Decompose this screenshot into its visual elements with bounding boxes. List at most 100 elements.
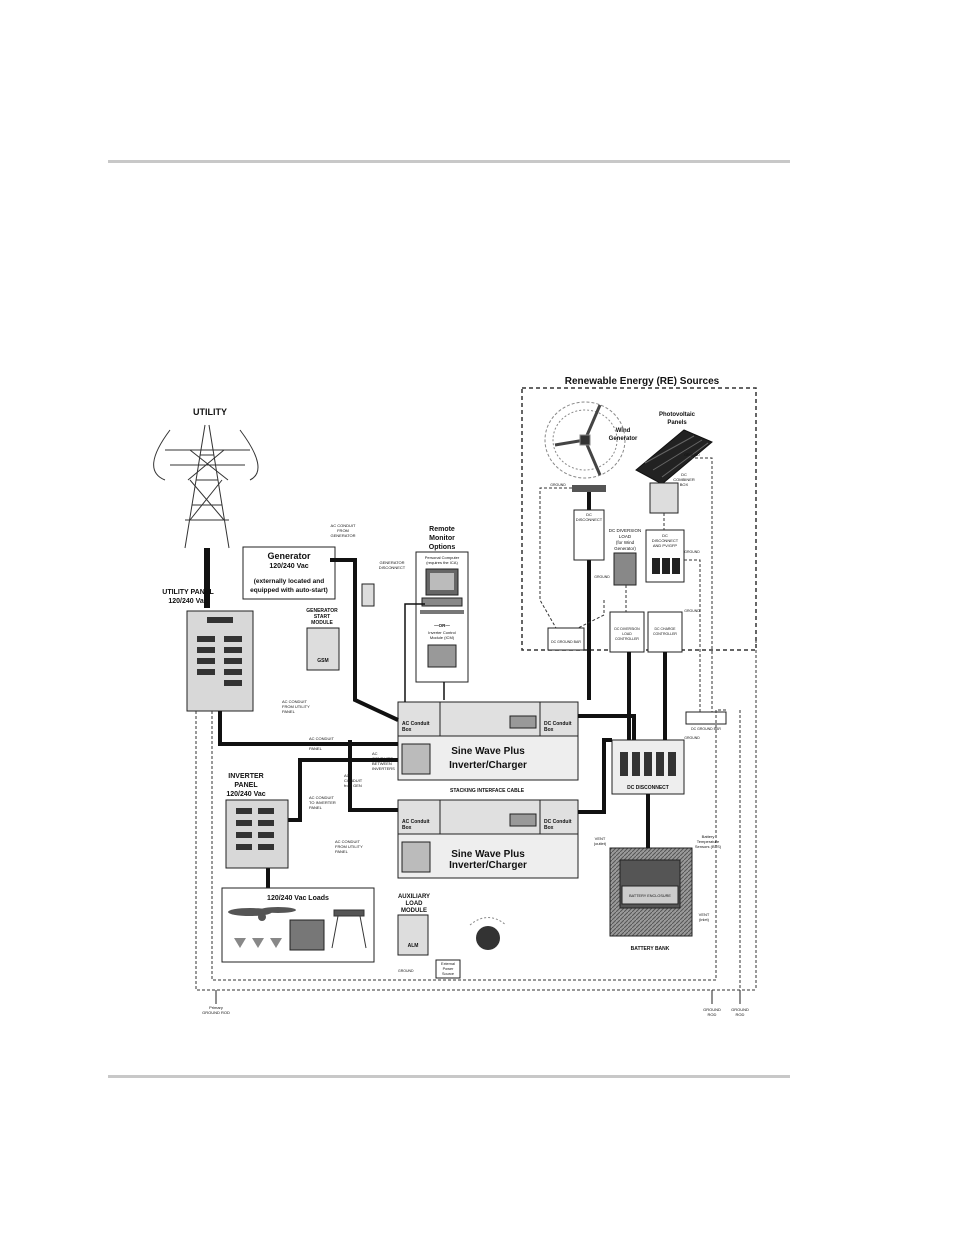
diagram-label: PANEL: [309, 746, 323, 751]
diagram-label: GROUND: [731, 1007, 749, 1012]
inverter-1: [397, 701, 579, 781]
diagram-label: Generator: [267, 551, 311, 561]
diagram-label: Battery: [702, 834, 715, 839]
diagram-label: GROUND: [550, 483, 566, 487]
diagram-label: CONDUIT: [344, 778, 363, 783]
diagram-label: CONTROLLER: [615, 637, 639, 641]
alm-box: [397, 914, 429, 956]
diagram-label: AC Conduit: [402, 721, 430, 727]
dc-diversion-load: [613, 552, 637, 586]
diagram-label: (for Wind: [616, 540, 635, 545]
dc-combiner-box: [649, 482, 679, 514]
diagram-label: MODULE: [401, 908, 427, 914]
re-title: Renewable Energy (RE) Sources: [565, 376, 720, 387]
diagram-label: AC CONDUIT: [331, 523, 356, 528]
ceiling-fan-icon: [228, 907, 296, 921]
dc-ground-bar-right: [685, 711, 727, 725]
diagram-label: —OR—: [434, 623, 450, 628]
pv-panel-icon: [635, 429, 713, 485]
table-saw-icon: [331, 909, 367, 949]
diagram-label: AC Conduit: [402, 819, 430, 825]
diagram-label: LOAD: [406, 901, 424, 907]
diagram-label: Sine Wave Plus: [451, 746, 525, 757]
diagram-label: Inverter/Charger: [449, 860, 527, 871]
diagram-label: PANEL: [282, 709, 296, 714]
diagram-label: ROD: [708, 1012, 717, 1017]
diagram-label: (requires the ICA): [426, 560, 458, 565]
diagram-label: INVERTER: [228, 773, 263, 780]
diagram-label: Power: [443, 967, 454, 971]
diagram-label: GENERATOR: [306, 608, 338, 614]
diagram-label: PANEL: [234, 782, 258, 789]
diagram-label: LOAD: [619, 534, 632, 539]
diagram-label: (inlet): [699, 917, 710, 922]
utility-label: UTILITY: [193, 407, 227, 417]
diagram-label: 120/240 Vac: [269, 563, 308, 570]
diagram-label: Photovoltaic: [659, 412, 696, 418]
diagram-label: Generator: [609, 436, 638, 442]
diagram-label: CONTROLLER: [653, 632, 677, 636]
diagram-label: DC: [681, 472, 687, 477]
diagram-label: BETWEEN: [372, 761, 392, 766]
diagram-label: (externally located and: [254, 578, 324, 585]
diagram-label: Box: [544, 825, 554, 831]
diagram-label: DC GROUND BAR: [691, 727, 721, 731]
diagram-label: AC CONDUIT: [282, 699, 307, 704]
diagram-label: GROUND: [684, 550, 700, 554]
diagram-label: GENERATOR: [380, 560, 405, 565]
diagram-label: Wind: [616, 428, 631, 434]
diagram-label: DISCONNECT: [652, 538, 679, 543]
diagram-label: GENERATOR: [331, 533, 356, 538]
diagram-label: BOX: [680, 482, 689, 487]
diagram-label: Inverter/Charger: [449, 760, 527, 771]
diagram-label: GROUND: [703, 1007, 721, 1012]
generator-disconnect: [361, 583, 375, 607]
diagram-label: VENT: [595, 836, 606, 841]
inverter-2: [397, 799, 579, 879]
diagram-label: (outlet): [594, 841, 607, 846]
diagram-label: TO INVERTER: [309, 800, 336, 805]
diagram-label: LOAD: [622, 632, 632, 636]
diagram-label: 120/240 Vac: [226, 791, 265, 798]
gsm-box: [306, 627, 340, 671]
diagram-label: BATTERY BANK: [631, 946, 670, 952]
diagram-label: DISCONNECT: [576, 517, 603, 522]
diagram-label: FROM: [337, 528, 349, 533]
diagram-label: BATTERY ENCLOSURE: [629, 894, 671, 898]
top-rule: [108, 160, 790, 163]
diagram-label: GROUND ROD: [202, 1010, 230, 1015]
diagram-label: COMBINER: [673, 477, 695, 482]
diagram-label: CONDUITS: [372, 756, 393, 761]
diagram-label: Source: [442, 972, 454, 976]
diagram-label: equipped with auto-start): [250, 587, 328, 594]
diagram-label: START: [314, 614, 330, 620]
generator-box: [242, 546, 336, 600]
diagram-label: AUXILIARY: [398, 894, 430, 900]
diagram-label: FROM UTILITY: [335, 844, 363, 849]
diversion-controller: [609, 611, 645, 653]
diagram-label: DC: [586, 512, 592, 517]
diagram-label: PANEL: [335, 849, 349, 854]
external-power-source: [435, 959, 461, 979]
diagram-label: DC GROUND BAR: [551, 640, 581, 644]
dc-disconnect-wind: [573, 509, 605, 561]
diagram-label: DC Conduit: [544, 819, 572, 825]
diagram-label: DC: [662, 533, 668, 538]
wind-generator-icon: [544, 401, 626, 479]
diagram-label: VENT: [699, 912, 710, 917]
light-bulb-icon: [234, 938, 282, 948]
diagram-label: AC: [344, 773, 350, 778]
diagram-label: Monitor: [429, 535, 455, 542]
diagram-label: AC CONDUIT: [309, 736, 334, 741]
diagram-label: DC Conduit: [544, 721, 572, 727]
computer-icon: [420, 568, 464, 614]
diagram-label: AC CONDUIT: [335, 839, 360, 844]
diagram-label: INVERTERS: [372, 766, 395, 771]
re-region: [521, 387, 757, 651]
diagram-label: ALM: [408, 943, 419, 949]
utility-panel: [186, 610, 254, 712]
diagram-label: AC CONDUIT: [309, 795, 334, 800]
diagram-label: ROD: [736, 1012, 745, 1017]
diagram-label: Box: [544, 727, 554, 733]
